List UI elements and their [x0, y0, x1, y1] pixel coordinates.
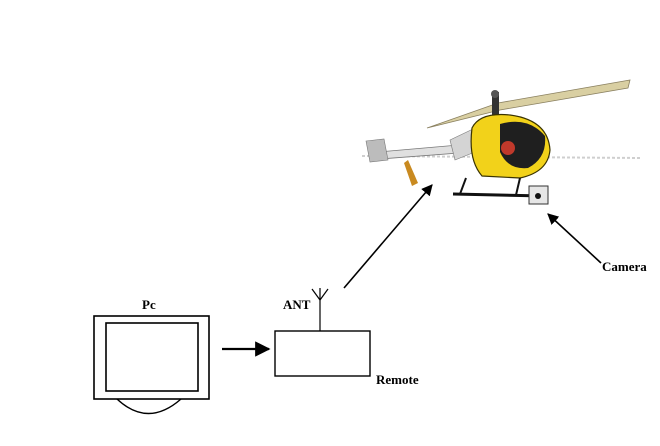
remote-box: [274, 330, 371, 377]
pc-monitor-icon: [93, 315, 210, 415]
helicopter-icon: [361, 79, 641, 198]
ant-label: ANT: [283, 297, 311, 312]
camera-arrow: [547, 213, 602, 264]
antenna-to-helicopter-arrow: [343, 184, 433, 289]
pc-label: Pc: [142, 297, 156, 312]
camera-icon: [528, 185, 549, 205]
camera-label: Camera: [602, 259, 647, 274]
antenna-icon: [311, 288, 329, 331]
remote-label: Remote: [376, 372, 419, 387]
